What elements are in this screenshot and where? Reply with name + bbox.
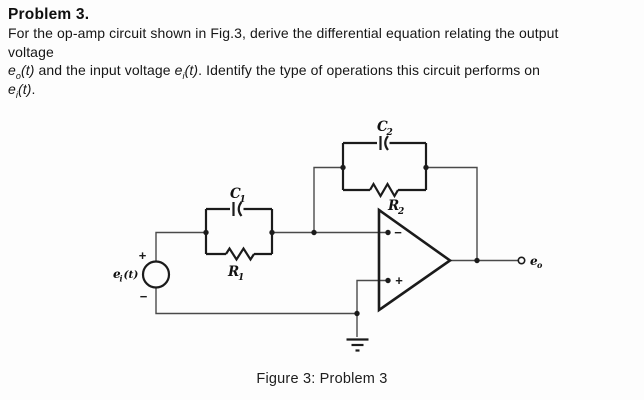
math-eo-base: e [8, 62, 16, 79]
source-circle [141, 260, 171, 289]
junction-dot [203, 229, 209, 236]
c2-r2-parallel-block [341, 135, 428, 199]
output-label-base: e [530, 254, 538, 268]
wire-feedback-riser [313, 166, 343, 233]
opamp-triangle [377, 207, 453, 313]
problem-title: Problem 3. [8, 6, 90, 23]
figure-caption: Figure 3: Problem 3 [256, 371, 388, 387]
c1-label-base: C [230, 186, 241, 202]
resistor-r2-icon [369, 181, 399, 199]
wire-noninverting-input [356, 279, 388, 314]
ground-icon [346, 338, 369, 352]
math-ei-rest: (t) [184, 62, 199, 79]
capacitor-c2-icon [379, 135, 389, 151]
math-ei2-sub: i [15, 89, 18, 100]
line4-end-text: . [31, 80, 36, 97]
problem-line-3: eo(t) and the input voltage ei(t). Ident… [8, 61, 640, 80]
math-ei-sub: i [182, 70, 185, 81]
junction-dot [354, 310, 360, 317]
output-terminal [517, 256, 526, 265]
junction-dot [340, 164, 346, 171]
line3-mid-text: and the input voltage [34, 62, 175, 79]
junction-dot [311, 229, 317, 236]
c1-label-sub: 1 [240, 195, 246, 205]
wire-source-bottom [155, 287, 357, 315]
r2-label-sub: 2 [397, 207, 404, 217]
math-ei: ei(t) [174, 62, 199, 81]
junction-dot [474, 257, 480, 264]
c2-plate-curved [384, 135, 389, 151]
opamp-plus-sign: + [395, 273, 403, 288]
source-minus-sign: − [140, 289, 148, 304]
math-eo: eo(t) [8, 62, 35, 81]
c1-r1-parallel-block [204, 201, 274, 262]
problem-statement: Problem 3. For the op-amp circuit shown … [8, 5, 640, 99]
math-ei2-base: e [8, 80, 16, 97]
problem-line-2: voltage [8, 43, 640, 62]
math-ei2-rest: (t) [18, 80, 32, 97]
output-label-sub: o [537, 260, 543, 270]
math-ei-base: e [174, 62, 183, 79]
problem-line-4: ei(t). [8, 80, 640, 99]
capacitor-c1-icon [232, 201, 243, 217]
math-eo-sub: o [15, 70, 21, 81]
source-label-sub: i [120, 274, 123, 284]
c1-label: C 1 [230, 186, 246, 205]
c1-plate-curved [237, 201, 243, 217]
source-label-base: e [113, 267, 121, 281]
r1-label-base: R [227, 264, 239, 280]
line2-text: voltage [8, 43, 54, 60]
source-plus-sign: + [139, 248, 147, 263]
source-label-rest: (t) [124, 269, 139, 281]
c2-label: C 2 [377, 119, 393, 138]
source-label: e i (t) [113, 267, 138, 284]
line1-text: For the op-amp circuit shown in Fig.3, d… [8, 25, 559, 41]
wire-source-top [155, 231, 206, 262]
line3-end-text: . Identify the type of operations this c… [198, 62, 541, 79]
wire-feedback-return [426, 166, 478, 261]
opamp-minus-sign: − [394, 225, 402, 240]
math-eo-rest: (t) [21, 62, 35, 79]
c2-label-base: C [377, 119, 388, 135]
r1-label: R 1 [227, 264, 244, 283]
output-label: e o [530, 254, 543, 270]
r2-label-base: R [387, 198, 399, 214]
r1-label-sub: 1 [238, 273, 244, 283]
junction-dot [423, 164, 429, 171]
c2-label-sub: 2 [386, 128, 393, 138]
problem-line-1: For the op-amp circuit shown in Fig.3, d… [8, 24, 640, 43]
junction-dot [269, 229, 275, 236]
resistor-r1-icon [225, 246, 255, 262]
opamp-inverting-terminal-dot [385, 229, 391, 236]
math-ei-2: ei(t) [8, 80, 32, 100]
opamp-noninverting-terminal-dot [385, 277, 391, 284]
r2-label: R 2 [387, 198, 404, 217]
